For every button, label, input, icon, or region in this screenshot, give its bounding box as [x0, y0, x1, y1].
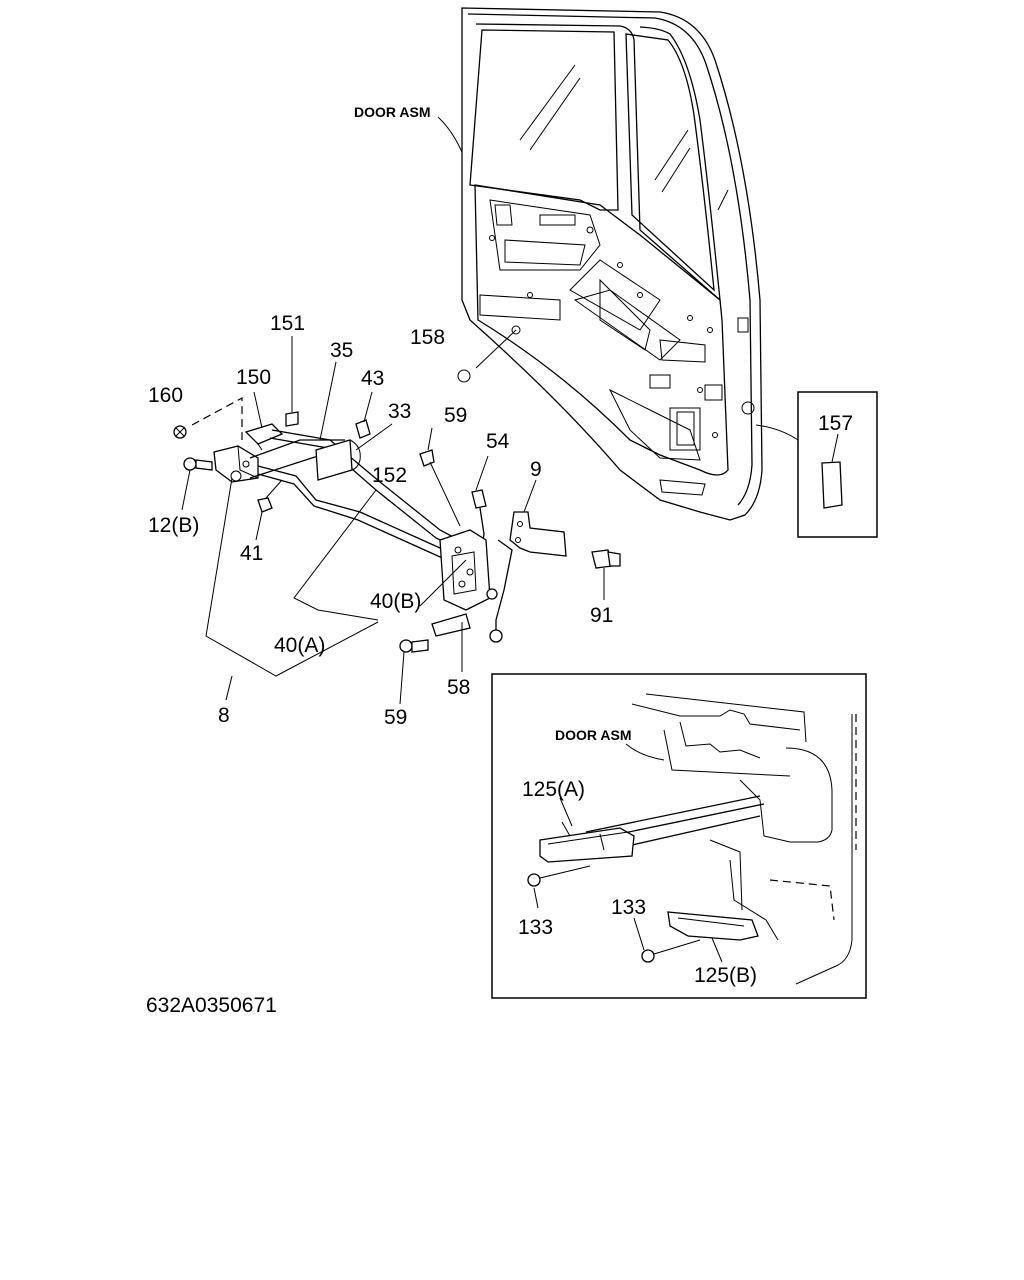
callout-158: 158: [410, 326, 445, 349]
callout-152: 152: [372, 464, 407, 487]
callout-40a: 40(A): [274, 634, 325, 657]
callout-leaders: [181, 329, 605, 705]
door-asm-leader: [437, 116, 463, 153]
part-158-grommet: [457, 369, 471, 383]
part-157-box: [797, 391, 878, 538]
callout-125a: 125(A): [522, 778, 585, 801]
drawing-code: 632A0350671: [146, 994, 277, 1017]
lock-mechanism: [173, 396, 621, 653]
callout-59-top: 59: [444, 404, 467, 427]
callout-150: 150: [236, 366, 271, 389]
callout-125b: 125(B): [694, 964, 757, 987]
callout-labels: 151 35 150 43 160 33 59 158 54 152 9 12(…: [148, 312, 757, 987]
callout-133-right: 133: [611, 896, 646, 919]
door-asm-inset-label: DOOR ASM: [555, 727, 631, 743]
callout-91: 91: [590, 604, 613, 627]
callout-43: 43: [361, 367, 384, 390]
callout-12b: 12(B): [148, 514, 199, 537]
callout-133-left: 133: [518, 916, 553, 939]
callout-9: 9: [530, 458, 542, 481]
callout-35: 35: [330, 339, 353, 362]
callout-54: 54: [486, 430, 510, 453]
callout-40b: 40(B): [370, 590, 421, 613]
callout-58: 58: [447, 676, 470, 699]
callout-157: 157: [818, 412, 853, 435]
callout-151: 151: [270, 312, 305, 335]
callout-59-bottom: 59: [384, 706, 407, 729]
callout-33: 33: [388, 400, 411, 423]
door-asm-label: DOOR ASM: [354, 104, 430, 120]
callout-160: 160: [148, 384, 183, 407]
callout-41: 41: [240, 542, 263, 565]
door-assembly: [461, 7, 799, 521]
inset-detail: [491, 673, 867, 999]
callout-8: 8: [218, 704, 230, 727]
